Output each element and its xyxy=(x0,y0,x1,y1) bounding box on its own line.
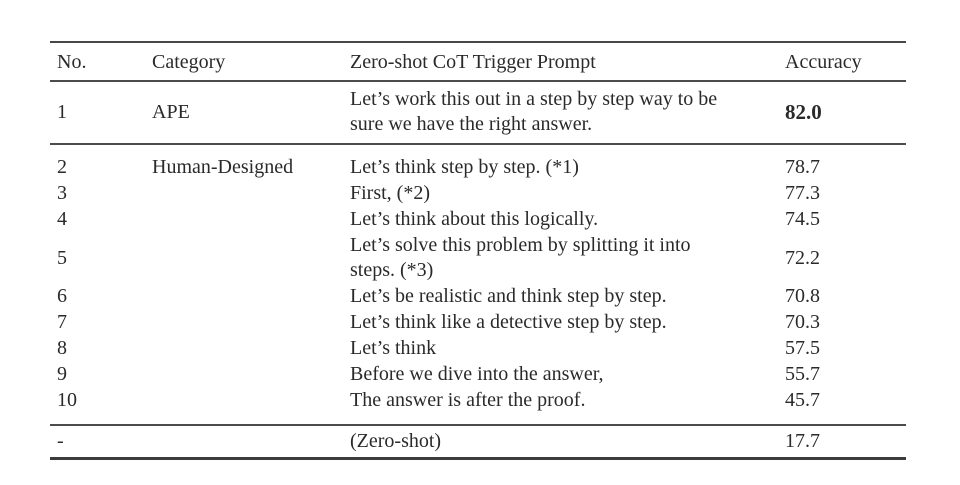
table-row: 6 Let’s be realistic and think step by s… xyxy=(50,284,906,309)
table-section-ape: 1 APE Let’s work this out in a step by s… xyxy=(50,82,906,145)
table-row: 3 First, (*2) 77.3 xyxy=(50,181,906,206)
cell-accuracy: 70.8 xyxy=(785,285,820,307)
cell-prompt: Before we dive into the answer, xyxy=(350,363,604,385)
cell-no: 1 xyxy=(57,100,67,123)
cell-accuracy: 77.3 xyxy=(785,182,820,204)
cell-prompt: Let’s solve this problem by splitting it… xyxy=(350,234,691,281)
cell-prompt: (Zero-shot) xyxy=(350,430,442,452)
cell-no: 9 xyxy=(57,363,67,385)
table-row: 7 Let’s think like a detective step by s… xyxy=(50,310,906,335)
cell-prompt: Let’s think xyxy=(350,337,437,359)
cell-category: Human-Designed xyxy=(152,156,294,178)
cell-prompt: Let’s think about this logically. xyxy=(350,208,599,230)
cell-accuracy: 72.2 xyxy=(785,246,820,269)
cell-prompt: Let’s work this out in a step by step wa… xyxy=(350,88,718,135)
cell-no: 4 xyxy=(57,208,67,230)
cell-category: APE xyxy=(152,100,190,123)
table-row: 9 Before we dive into the answer, 55.7 xyxy=(50,362,906,387)
cell-no: 2 xyxy=(57,156,67,178)
table-row: 4 Let’s think about this logically. 74.5 xyxy=(50,207,906,232)
cell-prompt: Let’s think like a detective step by ste… xyxy=(350,311,667,333)
cell-no: 5 xyxy=(57,246,67,269)
table-section-zero-shot-baseline: - (Zero-shot) 17.7 xyxy=(50,426,906,457)
column-header-accuracy: Accuracy xyxy=(785,51,862,73)
cell-no: 10 xyxy=(57,389,77,411)
cell-accuracy: 78.7 xyxy=(785,156,820,178)
cell-accuracy: 55.7 xyxy=(785,363,820,385)
table-row: - (Zero-shot) 17.7 xyxy=(50,429,906,454)
column-header-no: No. xyxy=(57,51,87,73)
table-row: 2 Human-Designed Let’s think step by ste… xyxy=(50,155,906,180)
cell-accuracy: 45.7 xyxy=(785,389,820,411)
cell-accuracy: 17.7 xyxy=(785,430,820,452)
cell-prompt: The answer is after the proof. xyxy=(350,389,586,411)
results-table: No. Category Zero-shot CoT Trigger Promp… xyxy=(50,41,906,460)
cell-accuracy: 70.3 xyxy=(785,311,820,333)
cell-no: 7 xyxy=(57,311,67,333)
cell-prompt: Let’s be realistic and think step by ste… xyxy=(350,285,667,307)
column-header-category: Category xyxy=(152,51,226,73)
cell-accuracy: 74.5 xyxy=(785,208,820,230)
cell-accuracy: 82.0 xyxy=(785,99,822,124)
table-row: 10 The answer is after the proof. 45.7 xyxy=(50,388,906,413)
cell-no: 8 xyxy=(57,337,67,359)
table-row: 1 APE Let’s work this out in a step by s… xyxy=(50,87,906,137)
table-header-row: No. Category Zero-shot CoT Trigger Promp… xyxy=(50,43,906,82)
cell-prompt: Let’s think step by step. (*1) xyxy=(350,156,579,178)
cell-prompt: First, (*2) xyxy=(350,182,430,204)
column-header-prompt: Zero-shot CoT Trigger Prompt xyxy=(350,51,596,73)
cell-no: 3 xyxy=(57,182,67,204)
cell-no: - xyxy=(57,430,64,452)
table-section-human-designed: 2 Human-Designed Let’s think step by ste… xyxy=(50,145,906,426)
table-row: 5 Let’s solve this problem by splitting … xyxy=(50,233,906,283)
table-row: 8 Let’s think 57.5 xyxy=(50,336,906,361)
table-body: 1 APE Let’s work this out in a step by s… xyxy=(50,82,906,457)
cell-no: 6 xyxy=(57,285,67,307)
cell-accuracy: 57.5 xyxy=(785,337,820,359)
